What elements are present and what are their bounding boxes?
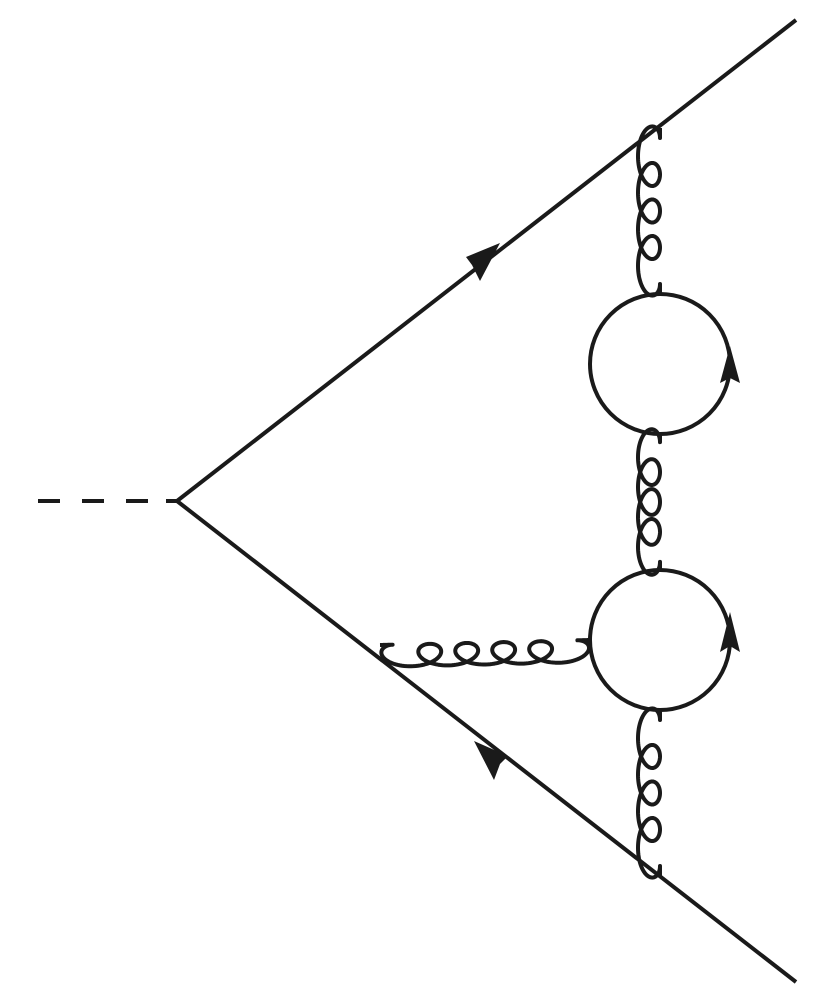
- upper-fermion-loop: [588, 292, 732, 436]
- lower-loop-arrow: [720, 612, 740, 652]
- gluon-left: [378, 638, 592, 669]
- lower-fermion-arrow: [474, 741, 508, 780]
- upper-fermion-arrow: [466, 243, 500, 281]
- gluon-bottom: [636, 706, 662, 880]
- gluon-top: [636, 124, 662, 298]
- gluon-middle: [636, 427, 662, 577]
- lower-fermion-line: [175, 499, 798, 984]
- gluon-propagators: [378, 124, 662, 880]
- upper-loop-arrow: [720, 346, 740, 383]
- lower-fermion-loop: [588, 568, 732, 712]
